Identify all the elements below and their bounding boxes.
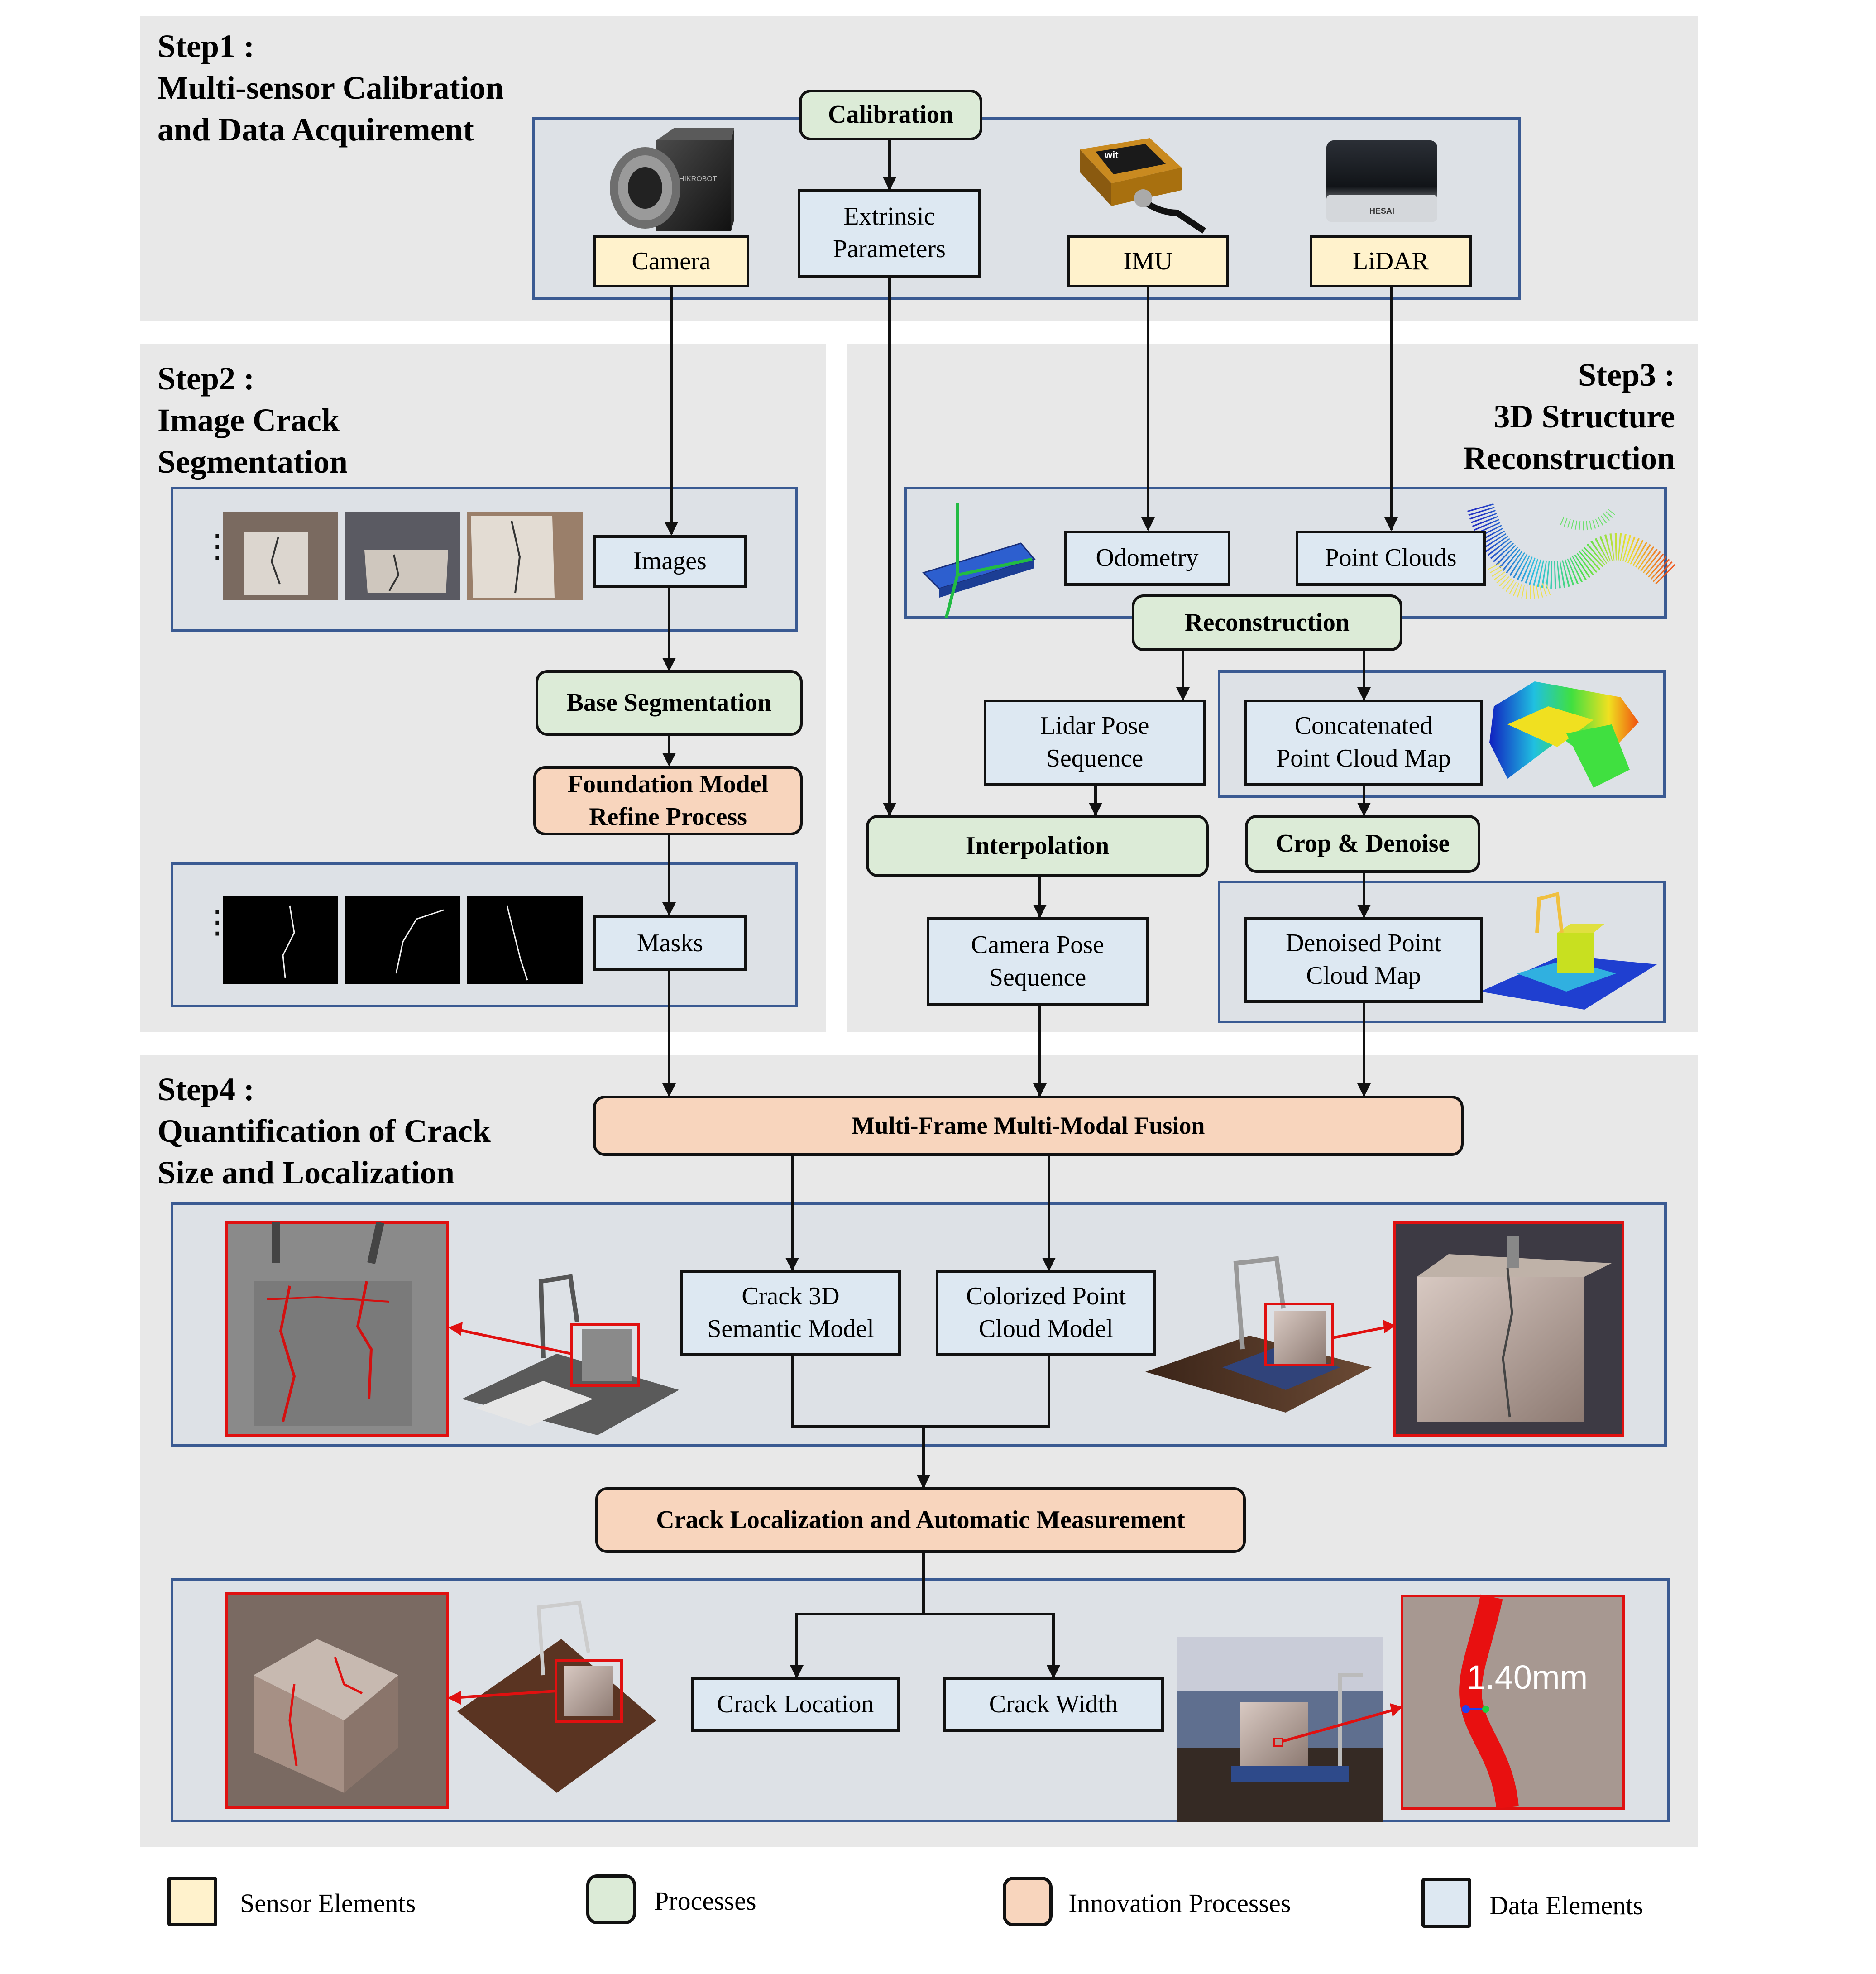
colorized-model-render: [1145, 1221, 1624, 1437]
denoised-point-cloud-map-node: Denoised Point Cloud Map: [1244, 917, 1483, 1003]
interpolation-node: Interpolation: [866, 815, 1209, 877]
masks-node: Masks: [593, 915, 747, 971]
legend-label-sensor: Sensor Elements: [240, 1888, 416, 1918]
crack-semantic-render: [225, 1221, 679, 1437]
camera-photo: HIKROBOT: [610, 128, 734, 231]
point-clouds-node: Point Clouds: [1296, 531, 1486, 586]
foundation-model-refine-node: Foundation Model Refine Process: [533, 766, 803, 835]
point-cloud-scan: [1467, 503, 1676, 599]
lidar-pose-sequence-node: Lidar Pose Sequence: [984, 700, 1206, 786]
legend-swatch-sensor: [168, 1877, 217, 1926]
images-node: Images: [593, 535, 747, 588]
odometry-node: Odometry: [1064, 531, 1230, 586]
legend-label-process: Processes: [654, 1886, 756, 1916]
imu-brand-text: wit: [1104, 149, 1119, 161]
legend-swatch-process: [586, 1874, 636, 1924]
legend-swatch-data: [1421, 1878, 1471, 1928]
multi-frame-fusion-node: Multi-Frame Multi-Modal Fusion: [593, 1096, 1464, 1156]
denoised-map-render: [1480, 892, 1657, 1010]
crack-location-render: [225, 1592, 656, 1809]
calibration-node: Calibration: [799, 90, 982, 140]
lidar-node: LiDAR: [1310, 235, 1472, 287]
extrinsic-parameters-node: Extrinsic Parameters: [798, 189, 981, 278]
step1-title: Step1 : Multi-sensor Calibration and Dat…: [158, 28, 504, 148]
concatenated-point-cloud-map-node: Concatenated Point Cloud Map: [1244, 700, 1483, 786]
legend-swatch-innovation: [1003, 1877, 1053, 1926]
crack-width-node: Crack Width: [943, 1677, 1164, 1732]
base-segmentation-node: Base Segmentation: [536, 670, 803, 736]
lidar-brand-text: HESAI: [1369, 206, 1394, 216]
camera-node: Camera: [593, 235, 749, 287]
crack-width-measurement: 1.40mm: [1467, 1658, 1588, 1696]
concatenated-map-render: [1489, 681, 1639, 788]
step4-title: Step4 : Quantification of Crack Size and…: [158, 1071, 491, 1191]
lidar-photo: HESAI: [1326, 140, 1437, 222]
crack-location-node: Crack Location: [691, 1677, 900, 1732]
legend: Sensor Elements Processes Innovation Pro…: [168, 1874, 1707, 1933]
step2-title: Step2 : Image Crack Segmentation: [158, 360, 348, 480]
camera-brand-text: HIKROBOT: [679, 175, 717, 183]
crop-denoise-node: Crop & Denoise: [1245, 815, 1480, 873]
crack-width-render: 1.40mm: [1177, 1594, 1625, 1822]
colorized-point-cloud-model-node: Colorized Point Cloud Model: [936, 1270, 1156, 1356]
camera-pose-sequence-node: Camera Pose Sequence: [927, 917, 1149, 1006]
image-thumbnails: ⋮: [201, 512, 583, 600]
reconstruction-node: Reconstruction: [1132, 594, 1402, 651]
legend-label-innovation: Innovation Processes: [1068, 1888, 1291, 1918]
imu-photo: wit: [1080, 138, 1206, 234]
step3-title: Step3 : 3D Structure Reconstruction: [1463, 357, 1675, 476]
mask-thumbnails: ⋮: [201, 896, 583, 984]
crack-3d-semantic-model-node: Crack 3D Semantic Model: [680, 1270, 901, 1356]
coordinate-frame-icon: [922, 503, 1036, 618]
crack-localization-measurement-node: Crack Localization and Automatic Measure…: [595, 1487, 1246, 1553]
imu-node: IMU: [1067, 235, 1229, 287]
legend-label-data: Data Elements: [1489, 1891, 1643, 1920]
